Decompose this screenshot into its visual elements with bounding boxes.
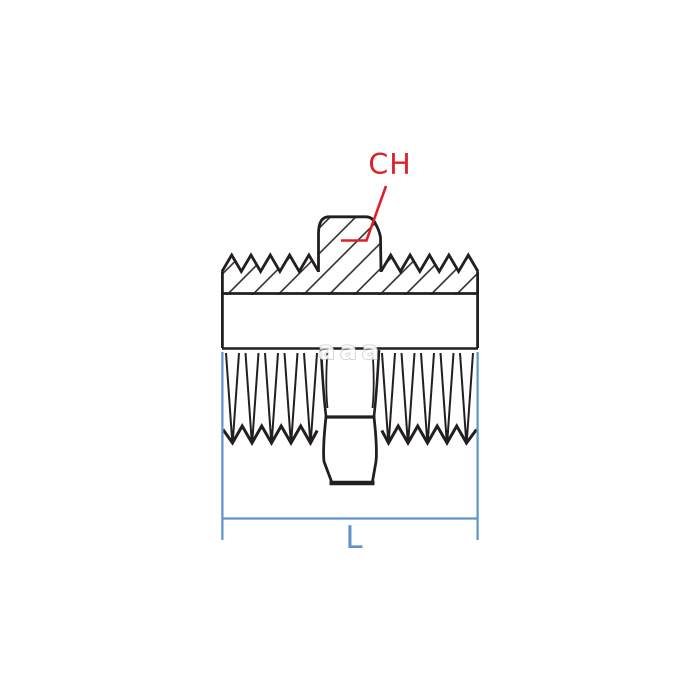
lower-hex-side-left bbox=[319, 349, 328, 417]
thread-crest-lines-right bbox=[381, 352, 474, 442]
ch-label: CH bbox=[368, 148, 411, 181]
lower-hex-chamfer-left bbox=[325, 349, 329, 409]
lower-hex-lower-right bbox=[371, 416, 378, 482]
upper-thread-zigzag-left bbox=[220, 252, 320, 275]
lower-hex-chamfer-right bbox=[371, 349, 375, 409]
watermark-text: aaa bbox=[318, 336, 384, 365]
ch-leader-line bbox=[341, 185, 388, 242]
section-hatching bbox=[222, 216, 478, 295]
ch-callout: CH bbox=[341, 148, 411, 242]
length-label: L bbox=[345, 520, 363, 556]
upper-thread-zigzag-right bbox=[379, 252, 480, 275]
lower-hex-lower-left bbox=[322, 416, 333, 482]
lower-thread-section bbox=[221, 352, 478, 447]
watermark: aaa bbox=[317, 335, 384, 366]
thread-crest-lines-left bbox=[225, 352, 318, 442]
lower-hex-side-right bbox=[372, 349, 381, 417]
hex-boss bbox=[317, 215, 383, 273]
lower-hex bbox=[319, 349, 381, 486]
upper-thread-section bbox=[220, 252, 480, 350]
thread-tip-zigzag-right bbox=[380, 422, 478, 447]
length-dimension bbox=[221, 352, 479, 540]
hex-boss-outline bbox=[317, 215, 383, 273]
thread-tip-zigzag-left bbox=[221, 422, 319, 447]
